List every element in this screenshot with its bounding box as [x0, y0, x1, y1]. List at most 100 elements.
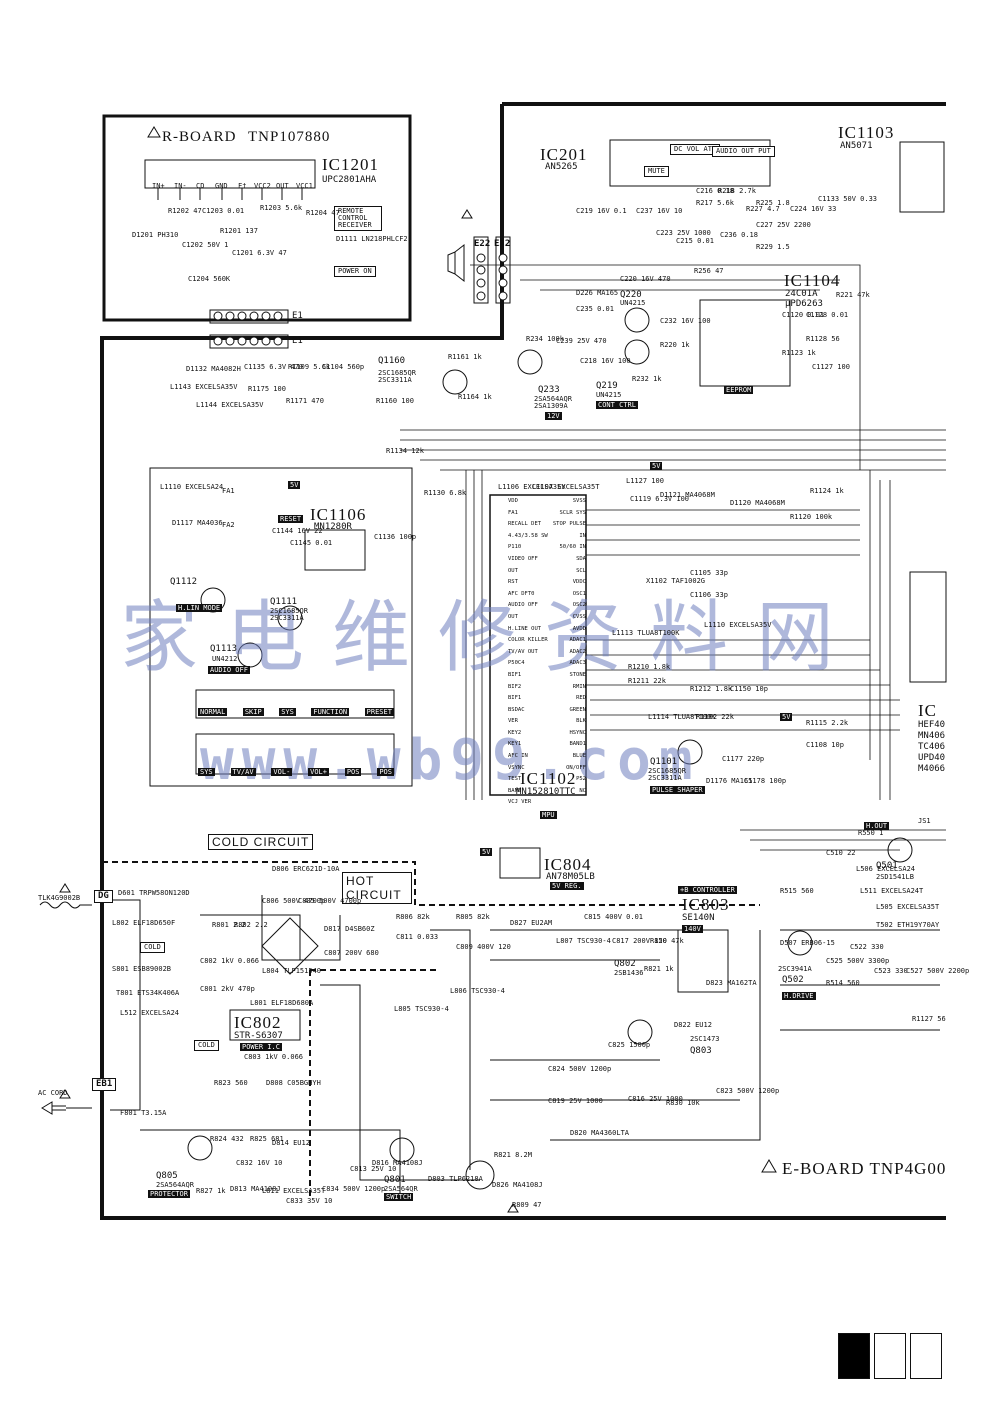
voltage-tag: 5V [288, 481, 301, 489]
r-board-title: R-BOARD [162, 129, 237, 145]
ic803-body [677, 929, 729, 993]
pin: P110 [508, 544, 522, 551]
pin: AFC DFT0 [508, 590, 535, 597]
pin: VIDEO OFF OUT [508, 555, 538, 574]
cold-hot-divider [102, 861, 760, 906]
pin: VSYNC [508, 764, 525, 771]
degauss-coil [39, 901, 92, 909]
hot-circuit-label: HOT CIRCUIT [342, 872, 412, 904]
bus-lines [400, 264, 946, 851]
ic1102-part: MN152810TTC [516, 787, 576, 797]
ic1201-pin-8: VCC1 [296, 182, 313, 190]
warning-triangles [59, 126, 777, 1213]
pin: STONE [569, 671, 586, 678]
tlk-part: TLK4G9002B [38, 894, 81, 902]
ic201-mute-tag: MUTE [644, 166, 669, 177]
ic201-audio-tag: AUDIO OUT PUT [712, 146, 775, 157]
cold-small-tag-2: COLD [194, 1040, 219, 1051]
key-row-top [195, 689, 395, 719]
ic1201-pin-1: IN+ [152, 182, 165, 190]
ic-right-part: M4066 [918, 764, 946, 774]
pin: CVSS [572, 613, 586, 620]
power-ic-tag: POWER I.C [240, 1043, 282, 1051]
ic-right-part: HEF40 [918, 720, 946, 730]
pin: OSC2 [572, 602, 586, 609]
cold-small-tag-1: COLD [140, 942, 165, 953]
ic1106-body [304, 529, 366, 571]
e22-pins [476, 253, 508, 301]
ic1103-body [899, 141, 945, 213]
q1101-label: Q1101 [650, 757, 678, 767]
q1160-label: Q1160 [378, 356, 406, 366]
q219-label: Q219 [596, 381, 618, 391]
power-on-tag: POWER ON [334, 266, 376, 277]
pin: BAND1 [569, 741, 586, 748]
q1113-tag: AUDIO OFF [208, 666, 250, 674]
key-row-top-labels: NORMAL SKIP SYS FUNCTION PRESET [198, 708, 394, 716]
pin: ON/OFF [566, 764, 586, 771]
connector-e1-label-top: E1 [292, 311, 303, 321]
key-pos-2: POS [377, 768, 394, 776]
ic803-label: IC803 [682, 895, 730, 914]
key-pos-1: POS [344, 768, 362, 776]
eeprom-tag: EEPROM [724, 386, 754, 394]
cold-circuit-label: COLD CIRCUIT [208, 834, 314, 850]
key-vol-down: VOL- [271, 768, 293, 776]
pin: ADAC3 [569, 660, 586, 667]
swatch-black [838, 1333, 870, 1379]
q805-tag: PROTECTOR [148, 1190, 190, 1198]
connector-e22-label-a: E22 [474, 239, 491, 249]
transistor-symbols [187, 307, 913, 1190]
pin: AUDIO OFF OUT [508, 602, 538, 620]
pin: TV/AV OUT [508, 648, 538, 655]
pin: P50C4 [508, 660, 525, 667]
ic1106-label: IC1106 [310, 505, 367, 524]
ic1201-pins [157, 188, 303, 200]
q501-part: 2SD1541LB [876, 873, 914, 881]
pin: RECALL DET [508, 521, 542, 528]
ic1102-pins-left: VDD FA1 RECALL DET 4.43/3.58 SW P110 VID… [508, 496, 548, 809]
connector-e1-top [209, 309, 289, 324]
ic-right-part: UPD40 [918, 753, 946, 763]
ic1104-label: IC1104 [784, 271, 841, 290]
r-board-outline [102, 114, 412, 322]
ic804-part: AN78M05LB [546, 872, 595, 882]
q802-part: 2SB1436 [614, 969, 644, 977]
ic1201-label: IC1201 [322, 155, 379, 174]
pin: VDD [508, 498, 518, 504]
pin: VDDC [572, 579, 586, 586]
q1113-label: Q1113 [210, 644, 238, 654]
ic1102-pins-right: SVSS SCLR SYS STOP PULSE IN 50/60 IN SDA… [550, 496, 586, 797]
key-row-bottom [195, 733, 395, 775]
ic802-body [229, 1009, 301, 1041]
q220-part: UN4215 [620, 299, 646, 307]
pin: AVDD [572, 625, 586, 632]
ac-cord-label: AC CORD [38, 1089, 68, 1097]
swatch-white-2 [910, 1333, 942, 1379]
q1111-label: Q1111 [270, 597, 298, 607]
voltage-tag: 5V [480, 848, 493, 856]
pin: RST [508, 579, 518, 586]
pin: GREEN [569, 706, 586, 713]
pin: BLUE [572, 753, 586, 760]
ic1102-body [489, 494, 587, 796]
q801-tag: SWITCH [384, 1193, 414, 1201]
hout-tag: H.OUT [864, 822, 890, 830]
pin: 50/60 IN [559, 544, 587, 551]
speaker-symbol [447, 243, 465, 283]
ic804-label: IC804 [544, 855, 592, 874]
e1-pins [213, 311, 283, 346]
pin: BLK [576, 718, 586, 725]
ic1102-label: IC1102 [520, 769, 577, 788]
q219-part: UN4215 [596, 391, 622, 399]
pin: BAND [508, 787, 522, 794]
q219-tag: CONT CTRL [596, 401, 638, 409]
ic1104-part2: µPD6263 [785, 299, 823, 309]
pin: NC [579, 787, 586, 794]
key-function: FUNCTION [311, 708, 350, 716]
connector-dg: DG [94, 890, 113, 903]
pin: RED [576, 695, 586, 702]
r-board-part: TNP107880 [248, 129, 331, 145]
q1160-part: 2SC1685QR 2SC3311A [378, 369, 416, 384]
q1113-part: UN4212 [212, 655, 238, 663]
